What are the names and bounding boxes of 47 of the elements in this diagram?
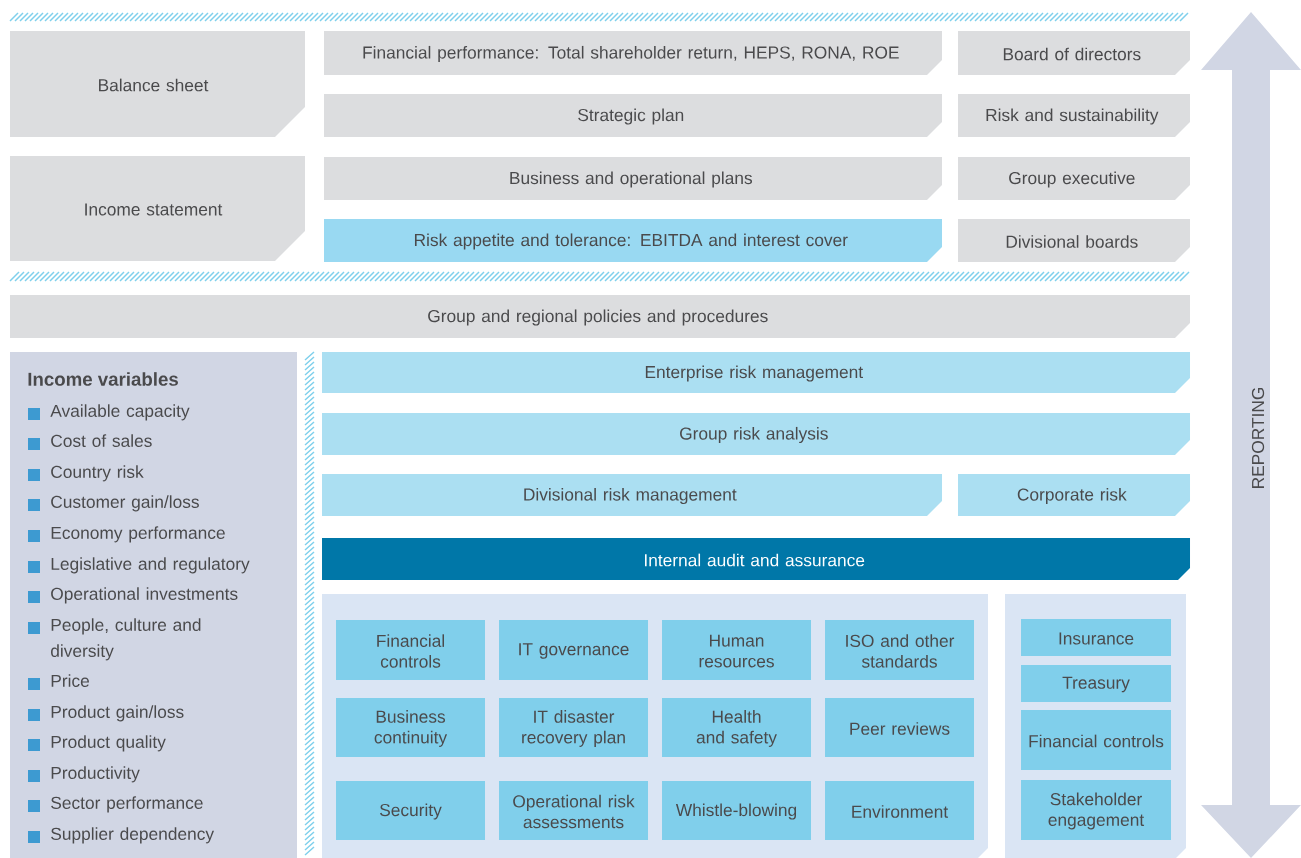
statement-box: Balance sheet (10, 31, 305, 137)
list-item: Country risk (28, 465, 144, 482)
plan-band: Strategic plan (324, 94, 942, 137)
risk-band: Group risk analysis (322, 413, 1190, 455)
assurance-box: Health and safety (662, 698, 811, 757)
policy-band: Group and regional policies and procedures (10, 295, 1190, 338)
risk-band: Divisional risk management (322, 474, 942, 516)
list-item: Cost of sales (28, 434, 152, 450)
assurance-box: Stakeholder engagement (1021, 780, 1171, 840)
governance-box: Board of directors (958, 31, 1190, 75)
assurance-box: Whistle-blowing (662, 781, 811, 840)
audit-band: Internal audit and assurance (322, 538, 1190, 580)
assurance-box: IT disaster recovery plan (499, 698, 648, 757)
assurance-box: Environment (825, 781, 974, 840)
assurance-box: Human resources (662, 620, 811, 680)
governance-box: Divisional boards (958, 219, 1190, 262)
list-item: Price (28, 674, 89, 690)
assurance-box: Security (336, 781, 485, 840)
list-item: Product gain/loss (28, 705, 184, 722)
assurance-box: ISO and other standards (825, 620, 974, 680)
assurance-box: Treasury (1021, 665, 1171, 702)
list-item: Product quality (28, 735, 166, 752)
plan-band: Business and operational plans (324, 157, 942, 200)
list-item: Productivity (28, 766, 140, 783)
assurance-box: Operational risk assessments (499, 781, 648, 840)
assurance-box: Business continuity (336, 698, 485, 757)
panel-heading: Income variables (28, 372, 178, 386)
governance-box: Risk and sustainability (958, 94, 1190, 137)
assurance-box: IT governance (499, 620, 648, 680)
list-item: Available capacity (28, 404, 190, 421)
list-item: Supplier dependency (28, 827, 215, 844)
risk-band: Enterprise risk management (322, 352, 1190, 393)
list-item: Operational investments (28, 587, 238, 604)
assurance-box: Financial controls (1021, 710, 1171, 770)
list-item: Sector performance (28, 796, 203, 813)
plan-band: Risk appetite and tolerance: EBITDA and interest cover (324, 219, 942, 262)
risk-box: Corporate risk (958, 474, 1190, 516)
list-item: Customer gain/loss (28, 495, 199, 512)
assurance-box: Peer reviews (825, 698, 974, 757)
statement-box: Income statement (10, 156, 305, 261)
list-item: Legislative and regulatory (28, 557, 250, 574)
list-item: Economy performance (28, 526, 225, 543)
governance-box: Group executive (958, 157, 1190, 200)
assurance-box: Insurance (1021, 619, 1171, 656)
list-item: People, culture and diversity (28, 618, 201, 661)
plan-band: Financial performance: Total shareholder return, HEPS, RONA, ROE (324, 31, 942, 75)
assurance-box: Financial controls (336, 620, 485, 680)
